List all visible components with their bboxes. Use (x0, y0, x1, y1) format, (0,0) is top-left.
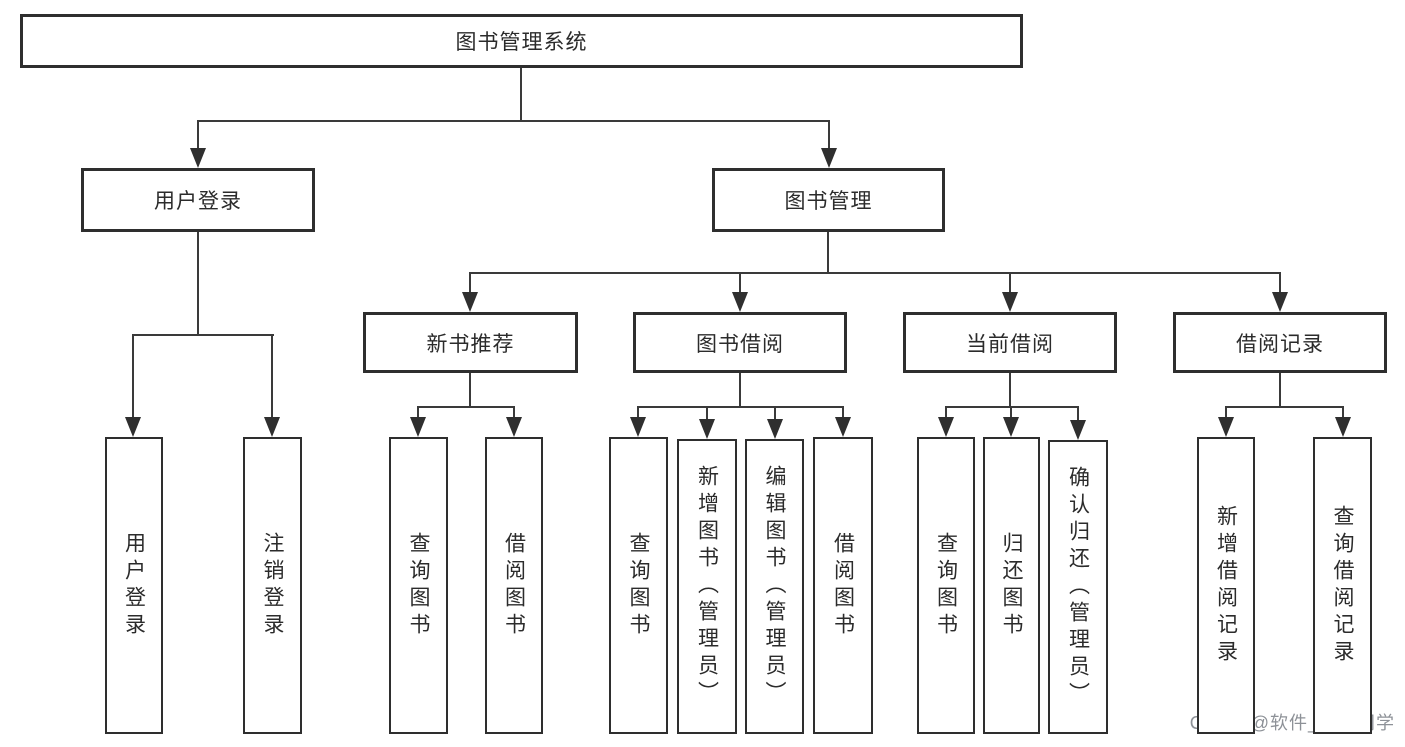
node-label: 确认归还（管理员） (1066, 465, 1090, 709)
connector-arrowhead (732, 292, 748, 312)
connector-arrowhead (767, 419, 783, 439)
connector-line (827, 232, 829, 274)
connector-arrowhead (1070, 420, 1086, 440)
node-book-mgmt: 图书管理 (712, 168, 945, 232)
connector-arrowhead (264, 417, 280, 437)
connector-arrowhead (1335, 417, 1351, 437)
connector-line (1279, 373, 1281, 408)
connector-arrowhead (1272, 292, 1288, 312)
node-label: 注销登录 (261, 531, 284, 640)
node-label: 用户登录 (122, 531, 146, 640)
node-label: 新增借阅记录 (1214, 504, 1238, 667)
node-query-books-3: 查询图书 (917, 437, 975, 734)
connector-line (271, 335, 273, 419)
node-book-borrowing: 图书借阅 (633, 312, 847, 373)
connector-arrowhead (190, 148, 206, 168)
connector-line (1077, 407, 1079, 422)
connector-arrowhead (1002, 292, 1018, 312)
node-label: 归还图书 (1000, 531, 1023, 640)
connector-line (132, 335, 134, 419)
connector-arrowhead (821, 148, 837, 168)
connector-line (1010, 407, 1012, 419)
node-label: 新增图书（管理员） (695, 465, 719, 708)
node-label: 借阅图书 (831, 531, 855, 640)
connector-line (828, 121, 830, 150)
connector-arrowhead (1218, 417, 1234, 437)
node-return-books: 归还图书 (983, 437, 1040, 734)
node-label: 新书推荐 (426, 332, 515, 356)
node-label: 编辑图书（管理员） (763, 465, 786, 708)
node-label: 借阅图书 (502, 531, 526, 640)
node-label: 借阅记录 (1236, 332, 1324, 356)
connector-line (1225, 406, 1344, 408)
node-user-login: 用户登录 (105, 437, 163, 734)
connector-line (469, 273, 471, 294)
node-query-books-1: 查询图书 (389, 437, 448, 734)
connector-line (1225, 407, 1227, 419)
node-label: 查询图书 (934, 531, 958, 640)
node-label: 查询借阅记录 (1331, 504, 1354, 667)
connector-line (637, 407, 639, 419)
node-label: 用户登录 (154, 190, 242, 213)
connector-line (417, 406, 515, 408)
node-add-books-admin: 新增图书（管理员） (677, 439, 737, 734)
node-logout: 注销登录 (243, 437, 302, 734)
connector-line (1279, 273, 1281, 294)
node-user-login-group: 用户登录 (81, 168, 315, 232)
connector-line (739, 273, 741, 294)
connector-line (739, 373, 741, 408)
connector-line (945, 407, 947, 419)
node-label: 图书借阅 (696, 332, 784, 356)
connector-arrowhead (1003, 417, 1019, 437)
node-new-book-rec: 新书推荐 (363, 312, 578, 373)
connector-arrowhead (410, 417, 426, 437)
connector-line (132, 334, 274, 336)
connector-line (520, 68, 522, 122)
node-label: 查询图书 (407, 531, 430, 640)
node-label: 查询图书 (627, 531, 650, 640)
connector-arrowhead (699, 419, 715, 439)
connector-line (197, 232, 199, 336)
node-root: 图书管理系统 (20, 14, 1023, 68)
connector-arrowhead (630, 417, 646, 437)
connector-line (197, 121, 199, 150)
connector-line (197, 120, 830, 122)
connector-line (469, 373, 471, 408)
node-confirm-return-admin: 确认归还（管理员） (1048, 440, 1108, 734)
connector-line (513, 407, 515, 419)
connector-line (1009, 373, 1011, 408)
node-edit-books-admin: 编辑图书（管理员） (745, 439, 804, 734)
node-query-borrow-record: 查询借阅记录 (1313, 437, 1372, 734)
connector-arrowhead (835, 417, 851, 437)
connector-line (417, 407, 419, 419)
node-add-borrow-record: 新增借阅记录 (1197, 437, 1255, 734)
node-borrow-books-1: 借阅图书 (485, 437, 543, 734)
connector-line (1009, 273, 1011, 294)
connector-arrowhead (125, 417, 141, 437)
connector-line (945, 406, 1079, 408)
connector-arrowhead (506, 417, 522, 437)
connector-arrowhead (938, 417, 954, 437)
connector-line (469, 272, 1281, 274)
node-borrowing-records: 借阅记录 (1173, 312, 1387, 373)
node-current-borrowing: 当前借阅 (903, 312, 1117, 373)
connector-line (774, 407, 776, 421)
connector-line (842, 407, 844, 419)
node-borrow-books-2: 借阅图书 (813, 437, 873, 734)
node-query-books-2: 查询图书 (609, 437, 668, 734)
connector-line (1342, 407, 1344, 419)
node-label: 图书管理系统 (455, 31, 588, 54)
node-label: 图书管理 (784, 190, 873, 213)
connector-line (637, 406, 844, 408)
connector-line (706, 407, 708, 421)
node-label: 当前借阅 (966, 332, 1054, 356)
connector-arrowhead (462, 292, 478, 312)
